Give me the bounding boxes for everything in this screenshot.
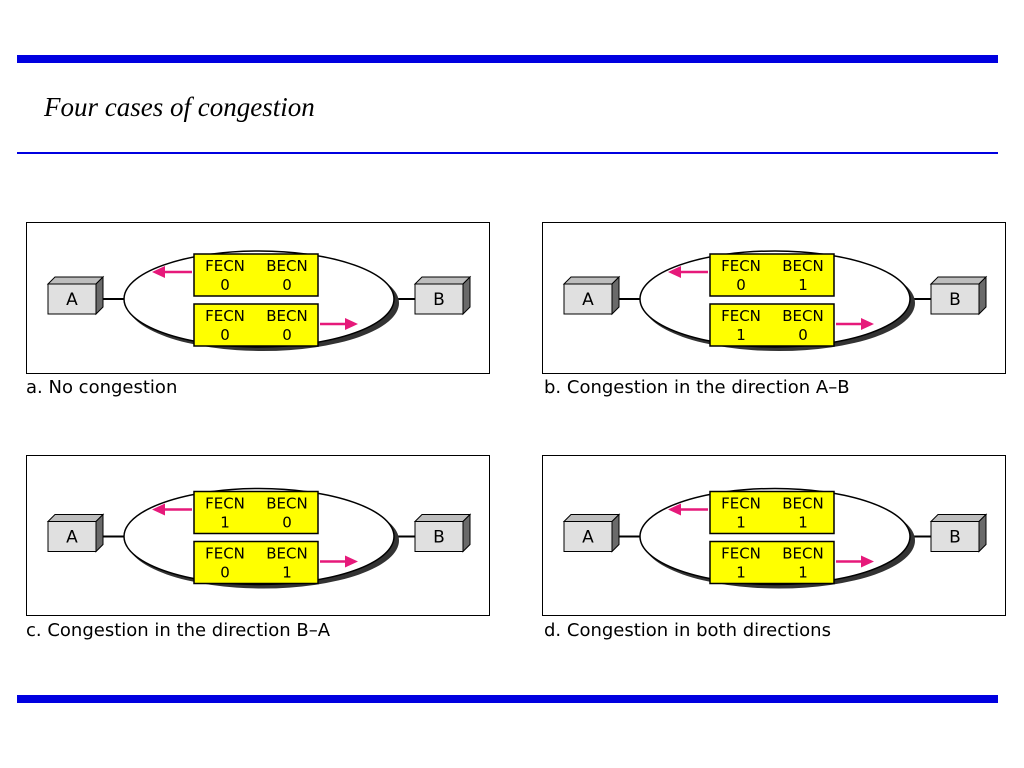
fecn-value: 0 xyxy=(220,564,230,582)
frame-forward: FECN BECN 1 0 xyxy=(709,303,835,347)
fecn-value: 1 xyxy=(220,514,230,532)
becn-label: BECN xyxy=(266,257,307,275)
node-b: B xyxy=(413,513,472,553)
arrow-right-icon xyxy=(836,318,874,330)
node-a: A xyxy=(46,275,105,316)
case-caption: b. Congestion in the direction A–B xyxy=(544,377,850,398)
becn-label: BECN xyxy=(782,257,823,275)
top-rule xyxy=(17,55,998,63)
becn-value: 1 xyxy=(798,564,808,582)
node-label: A xyxy=(66,528,78,548)
node-label: B xyxy=(433,290,445,310)
fecn-label: FECN xyxy=(721,257,761,275)
node-label: A xyxy=(582,290,594,310)
node-b: B xyxy=(413,275,472,316)
arrow-left-icon xyxy=(152,503,192,516)
node-label: A xyxy=(66,290,78,310)
case-caption: d. Congestion in both directions xyxy=(544,620,831,641)
arrow-right-icon xyxy=(320,555,358,568)
frame-forward: FECN BECN 0 1 xyxy=(193,540,319,585)
node-a: A xyxy=(46,513,105,553)
becn-label: BECN xyxy=(782,307,823,325)
becn-label: BECN xyxy=(782,545,823,563)
node-label: B xyxy=(949,528,961,548)
node-label: B xyxy=(949,290,961,310)
becn-value: 0 xyxy=(282,276,292,294)
fecn-label: FECN xyxy=(205,307,245,325)
fecn-value: 0 xyxy=(220,326,230,344)
becn-value: 1 xyxy=(282,564,292,582)
node-a: A xyxy=(562,275,621,316)
arrow-left-icon xyxy=(668,503,708,516)
becn-value: 1 xyxy=(798,514,808,532)
node-a: A xyxy=(562,513,621,553)
node-label: A xyxy=(582,528,594,548)
fecn-label: FECN xyxy=(205,545,245,563)
fecn-label: FECN xyxy=(721,545,761,563)
fecn-label: FECN xyxy=(721,495,761,513)
arrow-left-icon xyxy=(152,266,192,278)
frame-backward: FECN BECN 0 1 xyxy=(709,253,835,297)
becn-value: 1 xyxy=(798,276,808,294)
arrow-right-icon xyxy=(836,555,874,568)
fecn-label: FECN xyxy=(205,257,245,275)
becn-label: BECN xyxy=(266,307,307,325)
arrow-right-icon xyxy=(320,318,358,330)
bottom-rule xyxy=(17,695,998,703)
becn-label: BECN xyxy=(782,495,823,513)
becn-value: 0 xyxy=(282,514,292,532)
fecn-value: 1 xyxy=(736,326,746,344)
title-underline xyxy=(17,152,998,154)
fecn-value: 1 xyxy=(736,514,746,532)
node-b: B xyxy=(929,275,988,316)
node-b: B xyxy=(929,513,988,553)
becn-label: BECN xyxy=(266,495,307,513)
slide-title: Four cases of congestion xyxy=(44,92,315,122)
becn-value: 0 xyxy=(798,326,808,344)
becn-value: 0 xyxy=(282,326,292,344)
fecn-label: FECN xyxy=(721,307,761,325)
case-caption: a. No congestion xyxy=(26,377,178,398)
frame-backward: FECN BECN 1 0 xyxy=(193,490,319,535)
case-caption: c. Congestion in the direction B–A xyxy=(26,620,331,641)
node-label: B xyxy=(433,528,445,548)
fecn-value: 0 xyxy=(736,276,746,294)
fecn-value: 1 xyxy=(736,564,746,582)
fecn-value: 0 xyxy=(220,276,230,294)
becn-label: BECN xyxy=(266,545,307,563)
arrow-left-icon xyxy=(668,266,708,278)
fecn-label: FECN xyxy=(205,495,245,513)
